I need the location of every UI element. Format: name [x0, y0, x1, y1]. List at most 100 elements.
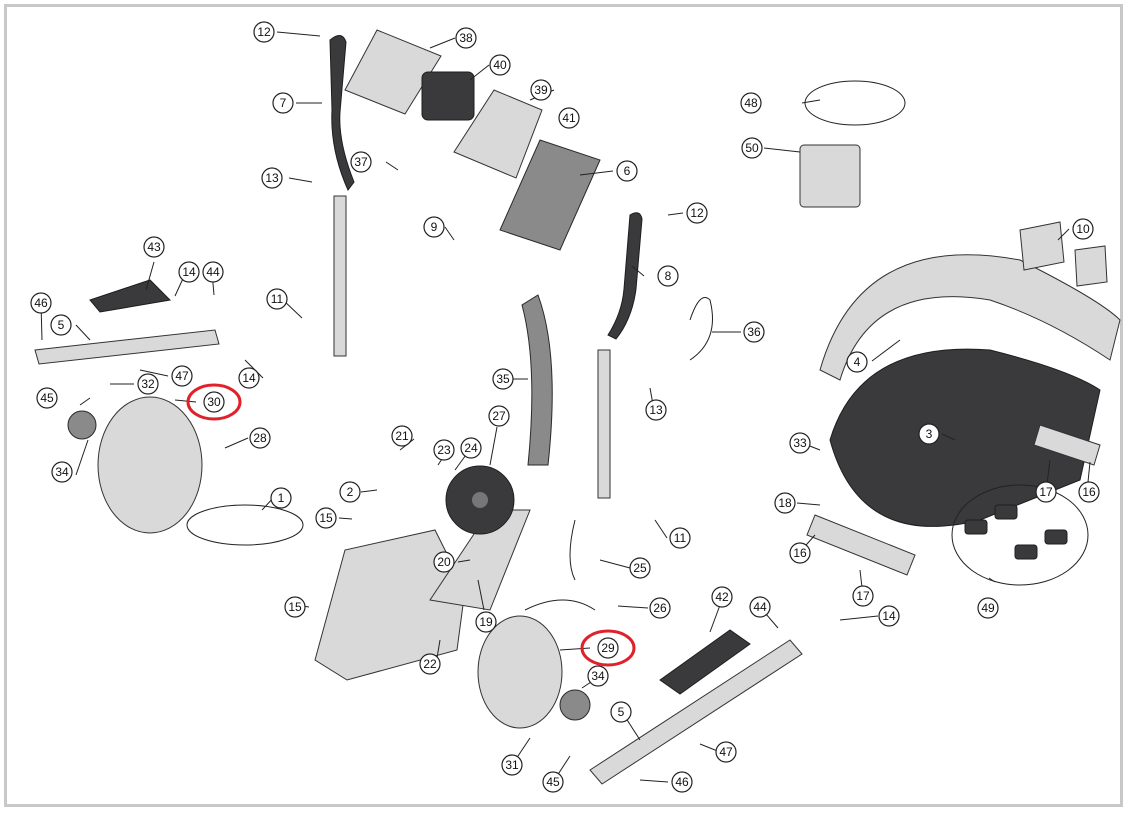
callout-label: 8	[665, 269, 672, 283]
callout-37: 37	[350, 151, 372, 173]
callout-28: 28	[249, 427, 271, 449]
callout-circle	[36, 387, 58, 409]
callout-circle	[542, 771, 564, 793]
callout-label: 25	[633, 561, 647, 575]
callout-circle	[657, 265, 679, 287]
callout-13: 13	[261, 167, 283, 189]
callout-circle	[50, 314, 72, 336]
callout-label: 48	[744, 96, 758, 110]
callout-30: 30	[203, 391, 225, 413]
callout-circle	[740, 92, 762, 114]
callout-43: 43	[143, 236, 165, 258]
callout-label: 16	[793, 546, 807, 560]
cable-36	[689, 297, 713, 361]
callout-15: 15	[284, 596, 306, 618]
callout-label: 49	[981, 601, 995, 615]
cable-26	[524, 599, 596, 611]
cover-10b	[1074, 245, 1108, 287]
callout-47: 47	[171, 365, 193, 387]
callout-circle	[645, 399, 667, 421]
callout-circle	[202, 261, 224, 283]
callout-circle	[455, 27, 477, 49]
callout-1: 1	[270, 487, 292, 509]
callout-41: 41	[558, 107, 580, 129]
callout-label: 47	[175, 369, 189, 383]
callout-label: 13	[649, 403, 663, 417]
callout-label: 5	[58, 318, 65, 332]
callout-label: 13	[265, 171, 279, 185]
callout-circle	[171, 365, 193, 387]
callout-circle	[789, 432, 811, 454]
callout-circle	[143, 236, 165, 258]
callout-label: 43	[147, 240, 161, 254]
callout-32: 32	[137, 373, 159, 395]
callout-10: 10	[1072, 218, 1094, 240]
callout-circle	[1035, 481, 1057, 503]
callout-7: 7	[272, 92, 294, 114]
bolt-kit-1	[186, 504, 304, 546]
callout-circle	[266, 288, 288, 310]
callout-label: 28	[253, 431, 267, 445]
callout-circle	[789, 542, 811, 564]
callout-12: 12	[686, 202, 708, 224]
pedal-arm-5-right	[589, 639, 803, 785]
callout-label: 39	[534, 83, 548, 97]
callout-circle	[671, 771, 693, 793]
callout-label: 36	[747, 325, 761, 339]
callout-18: 18	[774, 492, 796, 514]
callout-22: 22	[419, 653, 441, 675]
callout-label: 5	[618, 705, 625, 719]
callout-49: 49	[977, 597, 999, 619]
callout-20: 20	[433, 551, 455, 573]
callout-circle	[558, 107, 580, 129]
callout-15: 15	[315, 507, 337, 529]
callout-circle	[284, 596, 306, 618]
pedal-43	[89, 279, 172, 313]
callout-label: 17	[1039, 485, 1053, 499]
callout-34: 34	[587, 665, 609, 687]
callout-label: 46	[675, 775, 689, 789]
callout-circle	[30, 292, 52, 314]
callout-circle	[460, 437, 482, 459]
callout-circle	[203, 391, 225, 413]
callout-2: 2	[339, 481, 361, 503]
callout-label: 6	[624, 164, 631, 178]
callout-50: 50	[741, 137, 763, 159]
callout-label: 21	[395, 429, 409, 443]
callout-21: 21	[391, 425, 413, 447]
callout-label: 18	[778, 496, 792, 510]
callout-circle	[587, 665, 609, 687]
callout-circle	[249, 427, 271, 449]
callout-circle	[253, 21, 275, 43]
callout-circle	[1072, 218, 1094, 240]
callout-circle	[530, 79, 552, 101]
foot-pad-b	[994, 504, 1018, 520]
callout-5: 5	[50, 314, 72, 336]
callout-label: 44	[753, 600, 767, 614]
callout-17: 17	[852, 585, 874, 607]
callout-circle	[610, 701, 632, 723]
callout-46: 46	[30, 292, 52, 314]
callout-label: 16	[1082, 485, 1096, 499]
callout-circle	[350, 151, 372, 173]
callout-circle	[918, 423, 940, 445]
callout-label: 12	[690, 206, 704, 220]
frame-rail	[429, 509, 531, 611]
callout-circle	[715, 741, 737, 763]
callout-circle	[852, 585, 874, 607]
callout-circle	[489, 54, 511, 76]
callout-circle	[238, 367, 260, 389]
callout-11: 11	[266, 288, 288, 310]
callout-label: 7	[280, 96, 287, 110]
callout-label: 14	[242, 371, 256, 385]
callout-circle	[846, 351, 868, 373]
callout-label: 11	[674, 531, 687, 545]
callout-label: 30	[207, 395, 221, 409]
foot-pad-d	[1044, 529, 1068, 545]
callout-label: 41	[562, 111, 576, 125]
callout-14: 14	[178, 261, 200, 283]
flywheel-hub	[472, 492, 488, 508]
highlight-29	[580, 629, 636, 667]
callout-label: 17	[856, 589, 870, 603]
